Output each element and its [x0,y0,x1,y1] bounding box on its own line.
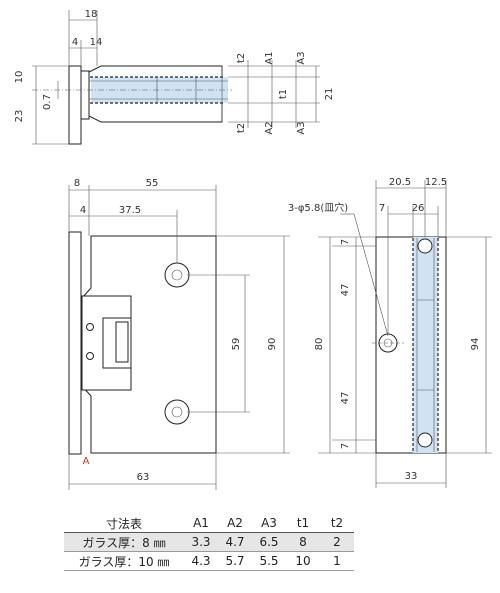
table-cell: ガラス厚：10 ㎜ [64,551,184,571]
dimension-table: 寸法表 A1 A2 A3 t1 t2 ガラス厚：8 ㎜ 3.3 4.7 6.5 … [64,514,354,571]
table-header-title: 寸法表 [64,514,184,533]
table-cell: 4.3 [184,551,218,571]
side-dim-47-upper: 47 [340,284,351,297]
top-dim-a3-lower: A3 [296,121,307,134]
side-dim-33: 33 [405,471,418,482]
table-header-row: 寸法表 A1 A2 A3 t1 t2 [64,514,354,533]
front-view: 8 55 4 37.5 59 90 63 A [68,178,290,490]
table-cell: 5.5 [252,551,286,571]
side-dim-12.5: 12.5 [425,177,447,188]
side-dim-7-top: 7 [340,239,351,245]
top-dim-t2-upper: t2 [236,53,247,63]
table-header-a1: A1 [184,514,218,533]
top-dim-a1: A1 [264,51,275,64]
side-dim-20.5: 20.5 [389,177,411,188]
table-cell: 1 [320,551,354,571]
side-callout-holes: 3-φ5.8(皿穴) [288,201,348,214]
table-header-t1: t1 [286,514,320,533]
side-dim-94: 94 [470,338,481,351]
side-dim-7-bottom: 7 [340,443,351,449]
top-dim-4: 4 [72,37,78,48]
side-dim-7-horizontal: 7 [379,203,385,214]
top-dim-23: 23 [14,110,25,123]
table-cell: 3.3 [184,532,218,552]
front-dim-90: 90 [267,338,278,351]
table-cell: 5.7 [218,551,252,571]
top-dim-a3-upper: A3 [296,51,307,64]
table-cell: 2 [320,532,354,552]
top-dim-0.7: 0.7 [42,94,53,110]
table-cell: ガラス厚：8 ㎜ [64,532,184,552]
table-cell: 10 [286,551,320,571]
side-dim-47-lower: 47 [340,392,351,405]
front-dim-4: 4 [80,205,86,216]
front-dim-55: 55 [146,178,159,189]
table-row: ガラス厚：8 ㎜ 3.3 4.7 6.5 8 2 [64,532,354,552]
table-cell: 6.5 [252,532,286,552]
table-header-a3: A3 [252,514,286,533]
top-dim-10: 10 [14,71,25,84]
top-dim-a2: A2 [264,121,275,134]
side-view: 20.5 12.5 3-φ5.8(皿穴) 7 26 7 47 80 47 7 9… [288,177,492,488]
front-dim-8: 8 [74,178,80,189]
front-dim-59: 59 [231,338,242,351]
side-dim-80: 80 [314,338,325,351]
front-dim-63: 63 [137,472,150,483]
table-header-a2: A2 [218,514,252,533]
side-dim-26: 26 [412,203,425,214]
top-view: 18 4 14 10 0.7 23 t2 A1 A3 t1 21 t2 A2 A… [14,9,335,145]
top-dim-14: 14 [90,37,103,48]
top-dim-21: 21 [324,88,335,101]
top-dim-18: 18 [85,9,98,20]
top-dim-t2-lower: t2 [236,123,247,133]
front-dim-37.5: 37.5 [119,205,141,216]
top-dim-t1: t1 [278,89,289,99]
front-marker-a: A [83,456,90,467]
table-row: ガラス厚：10 ㎜ 4.3 5.7 5.5 10 1 [64,551,354,571]
table-header-t2: t2 [320,514,354,533]
table-cell: 8 [286,532,320,552]
table-cell: 4.7 [218,532,252,552]
